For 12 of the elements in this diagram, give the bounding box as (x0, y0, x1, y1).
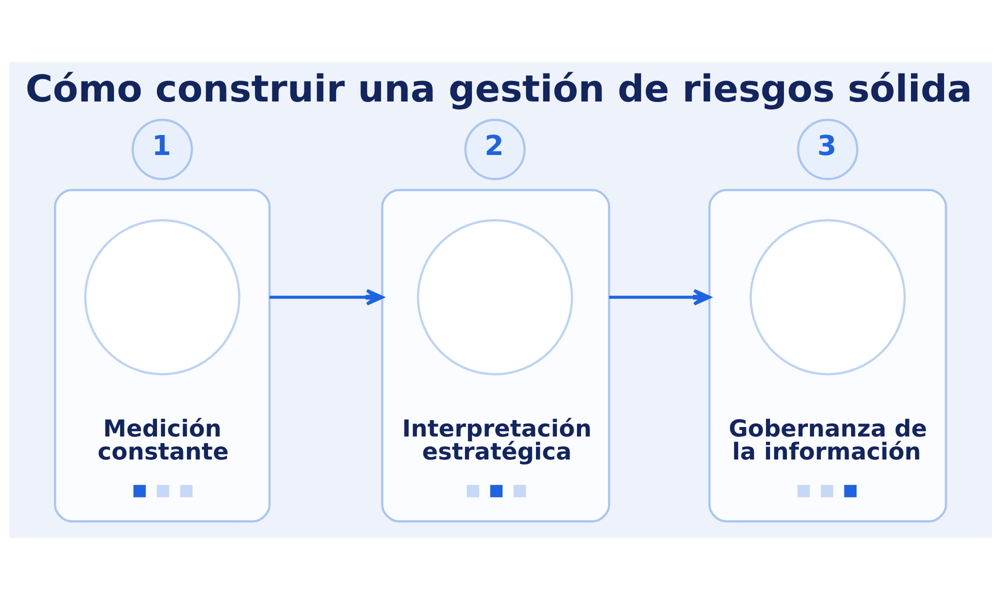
cluster: Gobernanza de la información (708, 188, 947, 522)
node-circle (416, 219, 573, 376)
node-circle: 2 (464, 118, 526, 180)
node-circle (84, 219, 240, 376)
diagram-title: Cómo construir una gestión de riesgos sólida (25, 67, 972, 110)
cluster: Interpretación estratégica (380, 188, 610, 522)
node-circle: 1 (131, 118, 192, 180)
node-circle (749, 219, 906, 376)
arrow (608, 288, 710, 306)
cluster: Medición constante (53, 188, 270, 522)
arrow (269, 288, 384, 306)
node-circle: 3 (796, 118, 858, 180)
